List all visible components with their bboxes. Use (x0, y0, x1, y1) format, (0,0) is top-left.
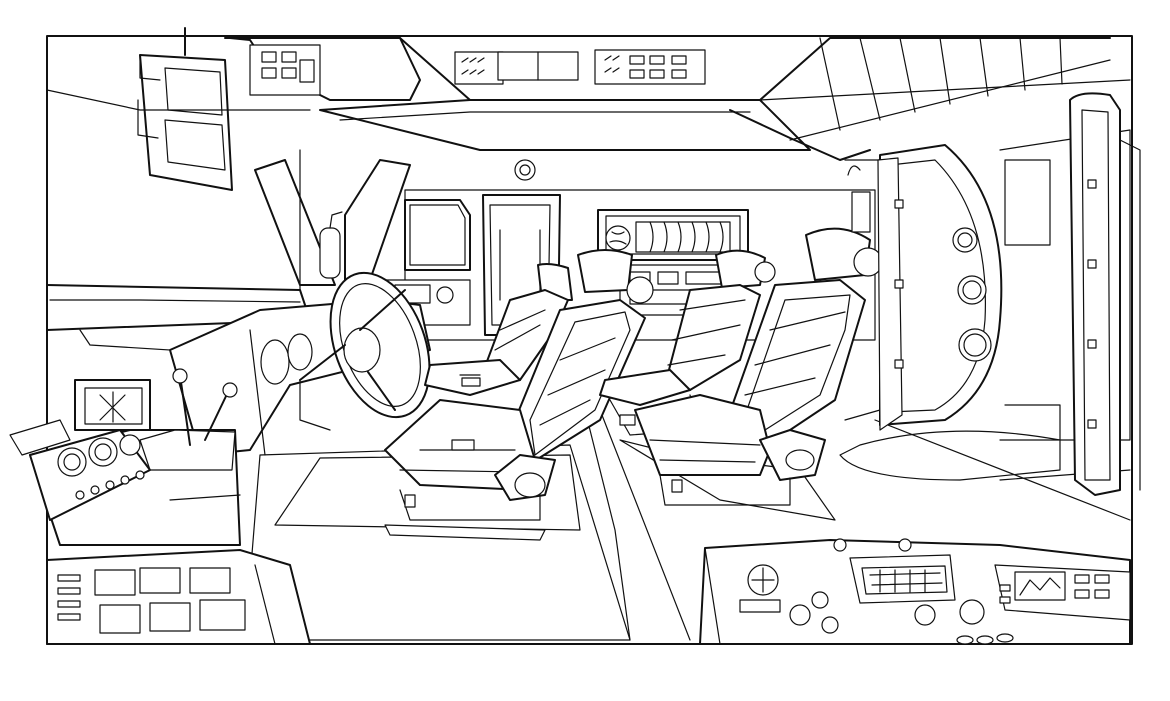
ceiling-light (514, 159, 536, 181)
seat-headrest-knob (626, 276, 654, 304)
left-side-window (46, 89, 311, 356)
gear-lever-knob-left (172, 368, 188, 384)
monitor-screen-upper (164, 67, 223, 116)
console-readout (849, 554, 956, 604)
steering-hub (343, 327, 381, 373)
drawing-frame (46, 35, 1133, 645)
ceiling (224, 37, 1131, 161)
foreground-console-left (46, 549, 311, 645)
ceiling-switch-panel-right (594, 49, 706, 85)
windshield-pillar (254, 149, 411, 291)
seat-rear-right (634, 227, 883, 506)
porthole-2 (957, 275, 987, 305)
monitor-screen-lower (164, 119, 226, 171)
seat-rear-left (599, 249, 776, 436)
seat-front-left (424, 263, 573, 396)
rear-window (404, 199, 471, 271)
dial-1 (57, 447, 87, 477)
globe-icon (605, 225, 631, 251)
dial-3 (119, 434, 141, 456)
porthole-1 (952, 227, 978, 253)
seat-buckle (461, 377, 481, 387)
wall-hook (851, 191, 871, 233)
gauge-right (287, 333, 313, 371)
ceiling-switch-panel-left (454, 51, 504, 85)
console-graph-display (1014, 571, 1066, 601)
doorway-window (1004, 159, 1051, 246)
gear-lever-knob-right (222, 382, 238, 398)
driver-dashboard (169, 271, 431, 456)
hanging-monitors (137, 27, 233, 191)
gauge-left (260, 339, 290, 385)
seat-headrest-knob-rear (853, 247, 883, 277)
dial-2 (88, 437, 118, 467)
foreground-console-right (699, 538, 1131, 645)
fire-extinguisher (319, 227, 341, 279)
doorway-floor-plate (839, 430, 1061, 481)
seat-front-right (384, 249, 654, 541)
right-doorway (844, 92, 1141, 496)
left-control-console (9, 368, 241, 546)
